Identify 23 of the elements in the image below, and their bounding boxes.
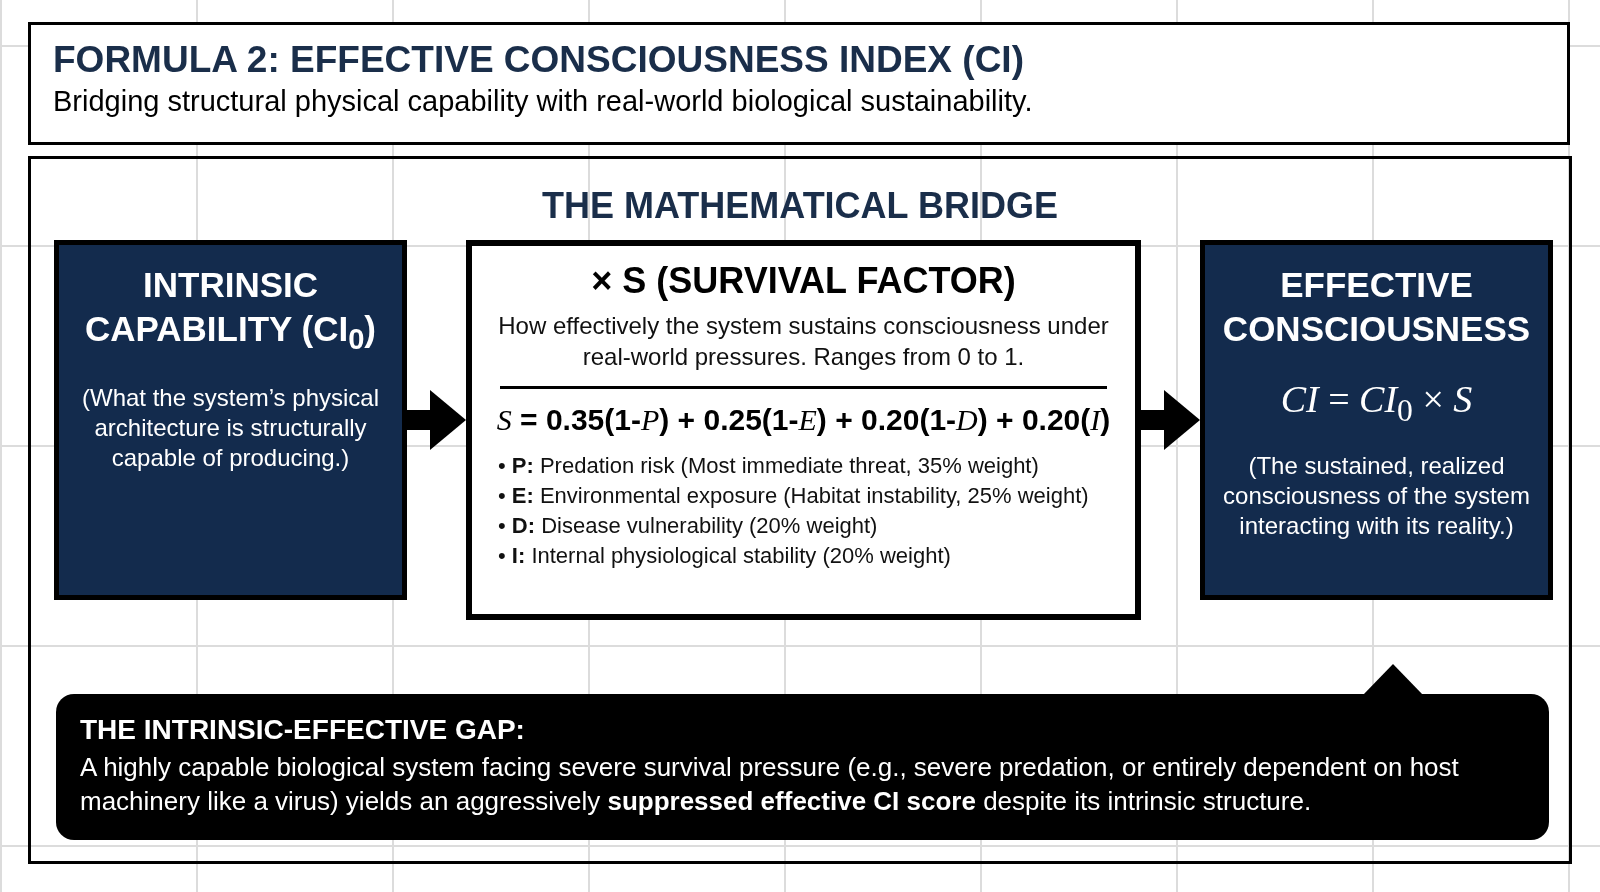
callout-text: A highly capable biological system facing severe survival pressure (e.g., severe predation, or entirely dependent on host machinery like a virus) yields an aggressively suppressed effective CI score despite its intrinsic structure. [80, 751, 1460, 818]
formula-box [466, 240, 1141, 620]
formula: S = 0.35(1-P) + 0.25(1-E) + 0.20(1-D) + 0.20(I) [495, 403, 1112, 437]
formula: CI = CI$_{0}$ × S [1279, 377, 1474, 429]
arrow [407, 390, 466, 450]
callout-heading: THE INTRINSIC-EFFECTIVE GAP: [80, 714, 526, 746]
concept-box [54, 240, 407, 600]
diagram-panel [28, 156, 1572, 864]
box-heading: × S (SURVIVAL FACTOR) [590, 260, 1017, 302]
variable-definition: • I: Internal physiological stability (20% weight) [498, 542, 952, 570]
variable-definition: • D: Disease vulnerability (20% weight) [498, 512, 879, 540]
section-heading: THE MATHEMATICAL BRIDGE [541, 185, 1059, 227]
subtitle: Bridging structural physical capability with real-world biological sustainability. [53, 85, 1033, 118]
concept-box [1200, 240, 1553, 600]
description: How effectively the system sustains consciousness under real-world pressures. Ranges from 0 to 1. [497, 311, 1110, 372]
arrow [1141, 390, 1200, 450]
variable-definition: • E: Environmental exposure (Habitat instability, 25% weight) [498, 482, 1090, 510]
variable-definition: • P: Predation risk (Most immediate threat, 35% weight) [498, 452, 1040, 480]
description: (What the system’s physical architecture is structurally capable of producing.) [81, 383, 380, 473]
description: (The sustained, realized consciousness of the system interacting with its reality.) [1222, 450, 1531, 541]
box-heading: EFFECTIVE CONSCIOUSNESS [1221, 264, 1532, 350]
box-heading: INTRINSIC CAPABILITY (CI$_{0}$) [84, 264, 377, 357]
title: FORMULA 2: EFFECTIVE CONSCIOUSNESS INDEX (CI) [53, 39, 1024, 81]
